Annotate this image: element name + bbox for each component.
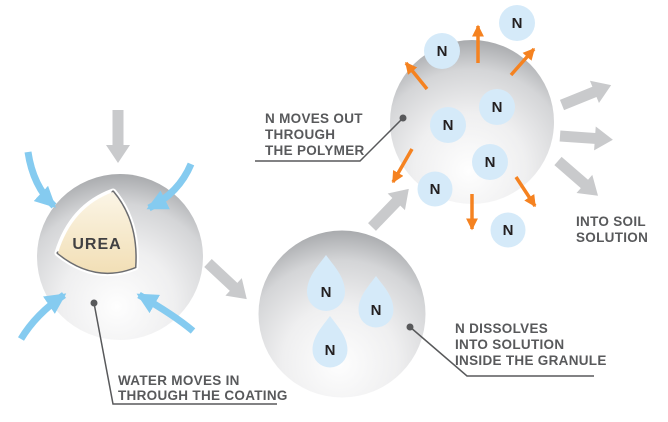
n-marker: N xyxy=(512,15,523,32)
n-particle-icon xyxy=(472,144,508,180)
callout-line xyxy=(93,302,277,405)
callout-line xyxy=(255,117,404,162)
release-caption-line1: N MOVES OUT xyxy=(265,111,363,126)
n-out-arrow-icon xyxy=(391,148,414,184)
n-marker: N xyxy=(371,302,382,319)
water-caption-line2: THROUGH THE COATING xyxy=(118,388,288,403)
dissolving-granule-sphere xyxy=(258,230,426,398)
water-arrow-bottom-right-icon xyxy=(136,291,196,334)
n-out-arrow-icon xyxy=(514,176,537,208)
release-granule-group: N N N N N N N N MOVES OUT THROUGH THE PO… xyxy=(255,5,554,248)
water-arrow-top-left-icon xyxy=(24,151,57,209)
soil-caption-line1: INTO SOIL xyxy=(576,214,646,229)
urea-core-wedge xyxy=(58,192,136,273)
release-caption-line3: THE POLYMER xyxy=(265,143,365,158)
n-particle-icon xyxy=(499,5,535,41)
n-particle-icon xyxy=(490,212,526,248)
n-marker: N xyxy=(485,154,496,171)
water-arrow-top-right-icon xyxy=(146,162,195,212)
dissolve-caption-line1: N DISSOLVES xyxy=(455,321,548,336)
n-marker: N xyxy=(321,284,332,301)
urea-core-label: UREA xyxy=(72,236,121,253)
release-caption-line2: THROUGH xyxy=(265,127,335,142)
n-out-arrow-icon xyxy=(509,47,536,77)
soil-caption-line2: SOLUTION xyxy=(576,230,648,245)
n-particle-icon xyxy=(417,171,453,207)
n-out-arrow-icon xyxy=(404,61,429,91)
n-marker: N xyxy=(430,181,441,198)
dissolving-granule-group: N N N N DISSOLVES INTO SOLUTION INSIDE T… xyxy=(199,230,607,398)
dissolve-caption-line3: INSIDE THE GRANULE xyxy=(455,353,607,368)
n-marker: N xyxy=(437,43,448,60)
n-particle-icon xyxy=(424,33,460,69)
n-marker: N xyxy=(492,99,503,116)
n-particle-icon xyxy=(430,107,466,143)
urea-granule-group: UREA WATER MOVES IN THROUGH THE COATING xyxy=(17,110,288,405)
dissolve-caption-line2: INTO SOLUTION xyxy=(455,337,564,352)
water-arrow-bottom-left-icon xyxy=(17,292,67,341)
n-marker: N xyxy=(325,342,336,359)
n-marker: N xyxy=(443,117,454,134)
n-marker: N xyxy=(503,222,514,239)
water-caption-line1: WATER MOVES IN xyxy=(118,373,240,388)
release-granule-sphere xyxy=(390,40,554,204)
callout-line xyxy=(409,326,594,377)
soil-solution-group: INTO SOIL SOLUTION xyxy=(550,74,648,245)
n-particle-icon xyxy=(479,89,515,125)
